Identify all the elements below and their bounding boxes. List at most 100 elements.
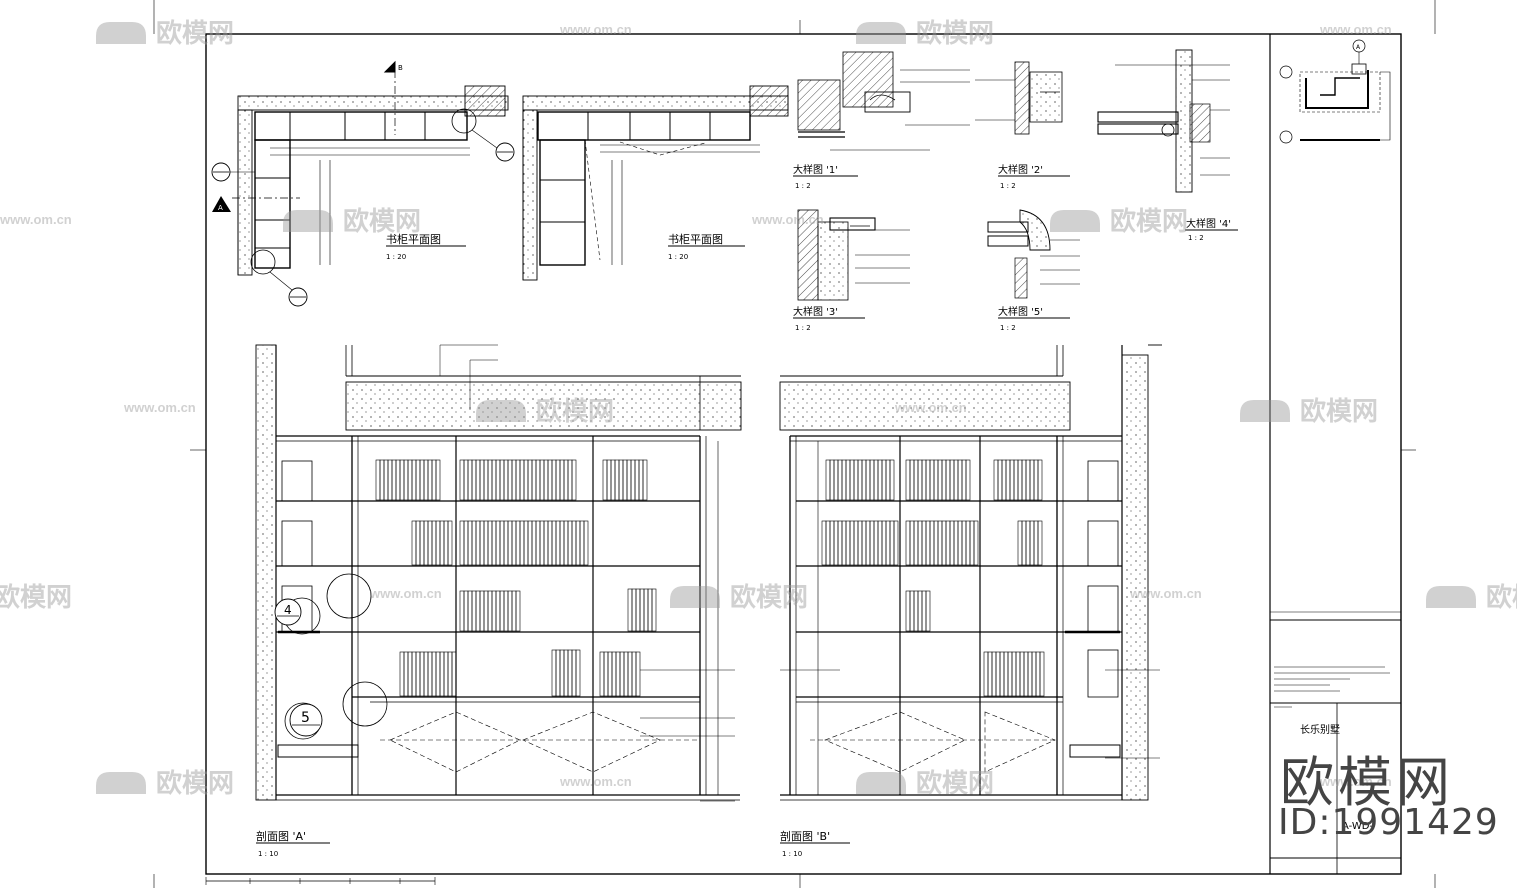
- detail-1-drawing: [793, 51, 970, 177]
- book: [499, 520, 505, 566]
- watermark-3: 欧模网: [283, 206, 421, 236]
- section-b-scale: 1 : 10: [782, 850, 802, 858]
- detail-2-scale: 1 : 2: [1000, 182, 1016, 190]
- detail-3-scale: 1 : 2: [795, 324, 811, 332]
- section-a-books: [375, 459, 657, 697]
- book: [941, 520, 947, 566]
- book: [495, 459, 501, 501]
- book: [1033, 520, 1039, 566]
- book: [861, 459, 867, 501]
- book: [941, 459, 947, 501]
- book: [1023, 651, 1029, 697]
- book: [499, 590, 505, 632]
- book: [567, 649, 573, 697]
- book: [845, 520, 851, 566]
- id-stamp-logo: 欧模网: [1280, 751, 1454, 814]
- book: [873, 520, 879, 566]
- detail-3-drawing: [793, 209, 910, 319]
- book: [909, 520, 915, 566]
- book: [551, 649, 557, 697]
- book: [507, 459, 513, 501]
- watermark-url-2: www.om.cn: [1319, 22, 1392, 37]
- section-a-title: 剖面图 'A': [256, 829, 306, 843]
- book: [1035, 651, 1041, 697]
- book: [957, 520, 963, 566]
- watermark-url-1: www.om.cn: [559, 22, 632, 37]
- book: [507, 520, 513, 566]
- watermark-url-10: www.om.cn: [1319, 774, 1392, 789]
- book: [969, 520, 975, 566]
- detail-5-title: 大样图 '5': [998, 305, 1043, 318]
- book: [949, 459, 955, 501]
- book: [503, 520, 509, 566]
- book: [647, 588, 653, 632]
- sofa-logo-icon: [476, 400, 526, 422]
- svg-text:欧模网: 欧模网: [916, 768, 994, 798]
- book: [857, 520, 863, 566]
- book: [559, 649, 565, 697]
- book: [607, 651, 613, 697]
- detail-5-callout-bubble: [289, 703, 323, 737]
- book: [1001, 459, 1007, 501]
- detail-4-title: 大样图 '4': [1186, 217, 1231, 230]
- book: [905, 590, 911, 632]
- key-plan: [1279, 39, 1391, 144]
- book: [1033, 459, 1039, 501]
- book: [849, 520, 855, 566]
- book: [479, 590, 485, 632]
- book: [399, 459, 405, 501]
- book: [615, 651, 621, 697]
- book: [487, 590, 493, 632]
- sofa-logo-icon: [856, 22, 906, 44]
- watermark-10: 欧模网: [96, 768, 234, 798]
- book: [853, 459, 859, 501]
- book: [933, 459, 939, 501]
- book: [987, 651, 993, 697]
- book: [471, 520, 477, 566]
- book: [965, 520, 971, 566]
- id-stamp-number: ID:1991429: [1278, 802, 1499, 843]
- book: [627, 588, 633, 632]
- book: [535, 520, 541, 566]
- book: [507, 590, 513, 632]
- watermark-url-7: www.om.cn: [369, 586, 442, 601]
- book: [391, 459, 397, 501]
- book: [1039, 651, 1045, 697]
- bookcase-plan-drawing: B: [211, 60, 515, 307]
- book: [893, 520, 899, 566]
- book: [515, 590, 521, 632]
- book: [631, 588, 637, 632]
- book: [459, 459, 465, 501]
- book: [527, 459, 533, 501]
- book: [563, 649, 569, 697]
- book: [881, 520, 887, 566]
- book: [925, 590, 931, 632]
- book: [563, 459, 569, 501]
- book: [471, 459, 477, 501]
- book: [949, 520, 955, 566]
- book: [487, 520, 493, 566]
- book: [459, 520, 465, 566]
- book: [841, 459, 847, 501]
- book: [606, 459, 612, 501]
- book: [610, 459, 616, 501]
- book: [431, 459, 437, 501]
- sofa-logo-icon: [1240, 400, 1290, 422]
- book: [531, 520, 537, 566]
- book: [419, 651, 425, 697]
- book: [463, 590, 469, 632]
- book: [925, 520, 931, 566]
- book: [909, 590, 915, 632]
- section-a-marker: [212, 196, 231, 212]
- book: [857, 459, 863, 501]
- section-b-drawing: [779, 344, 1162, 844]
- detail-4-callout-bubble: [274, 598, 302, 626]
- book: [447, 520, 453, 566]
- book: [1011, 651, 1017, 697]
- book: [643, 588, 649, 632]
- book: [555, 459, 561, 501]
- svg-text:欧模网: 欧模网: [343, 206, 421, 236]
- book: [622, 459, 628, 501]
- book: [379, 459, 385, 501]
- book: [571, 520, 577, 566]
